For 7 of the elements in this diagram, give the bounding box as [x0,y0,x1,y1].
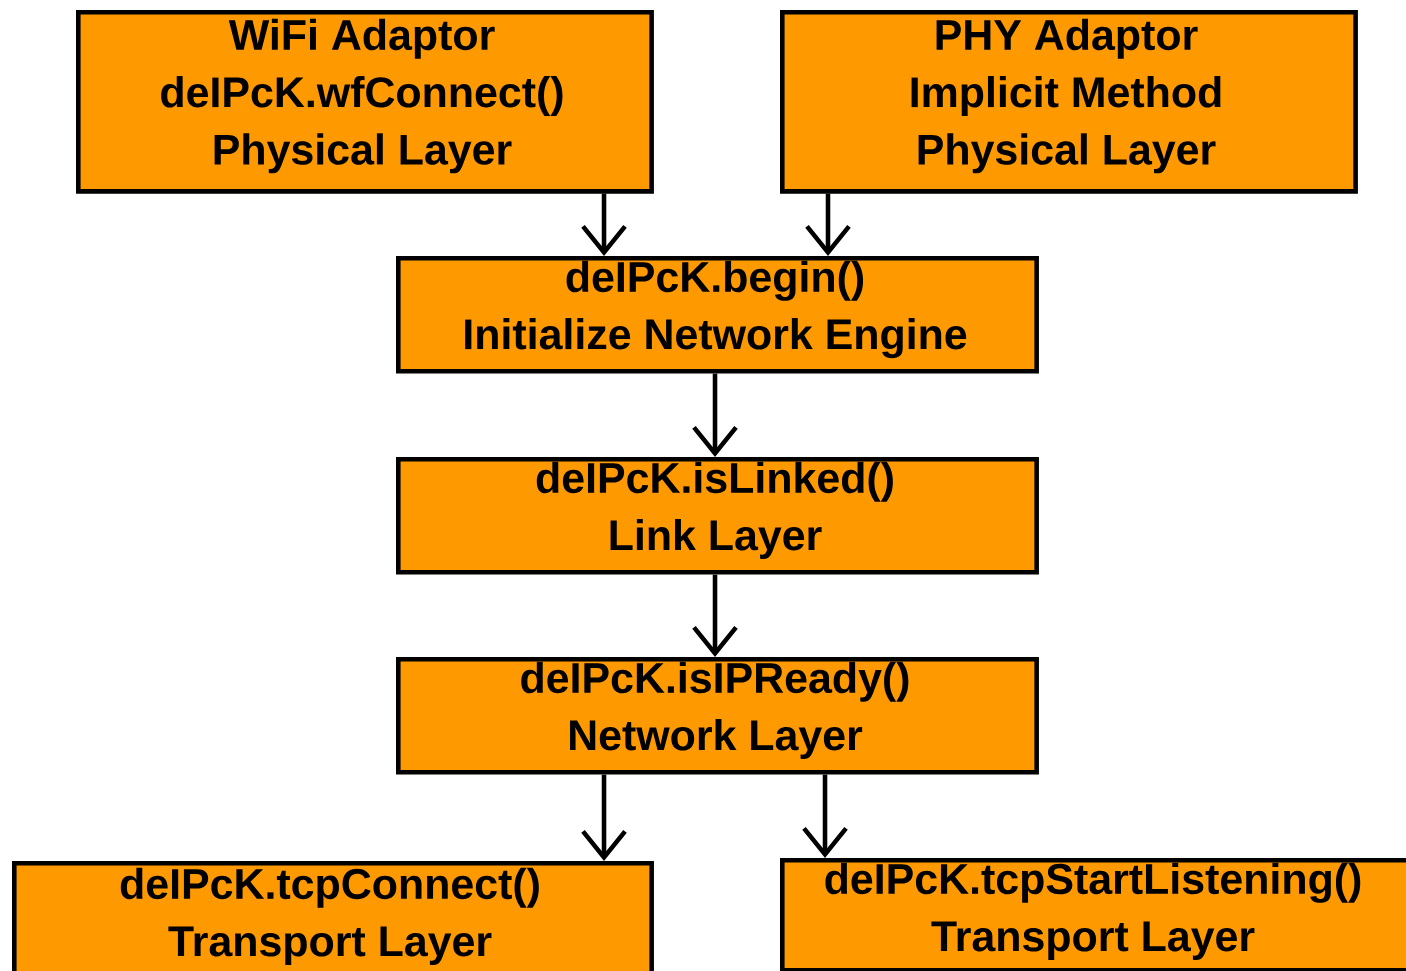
process-box: deIPcK.isIPReady() Network Layer [396,657,1039,775]
process-box: deIPcK.begin() Initialize Network Engine [396,256,1039,374]
process-box: deIPcK.tcpConnect() Transport Layer [12,861,654,971]
process-box: deIPcK.isLinked() Link Layer [396,457,1039,575]
process-box: PHY Adaptor Implicit Method Physical Layer [780,10,1358,194]
process-box: deIPcK.tcpStartListening() Transport Layer [780,858,1406,971]
process-box: WiFi Adaptor deIPcK.wfConnect() Physical Layer [76,10,654,194]
